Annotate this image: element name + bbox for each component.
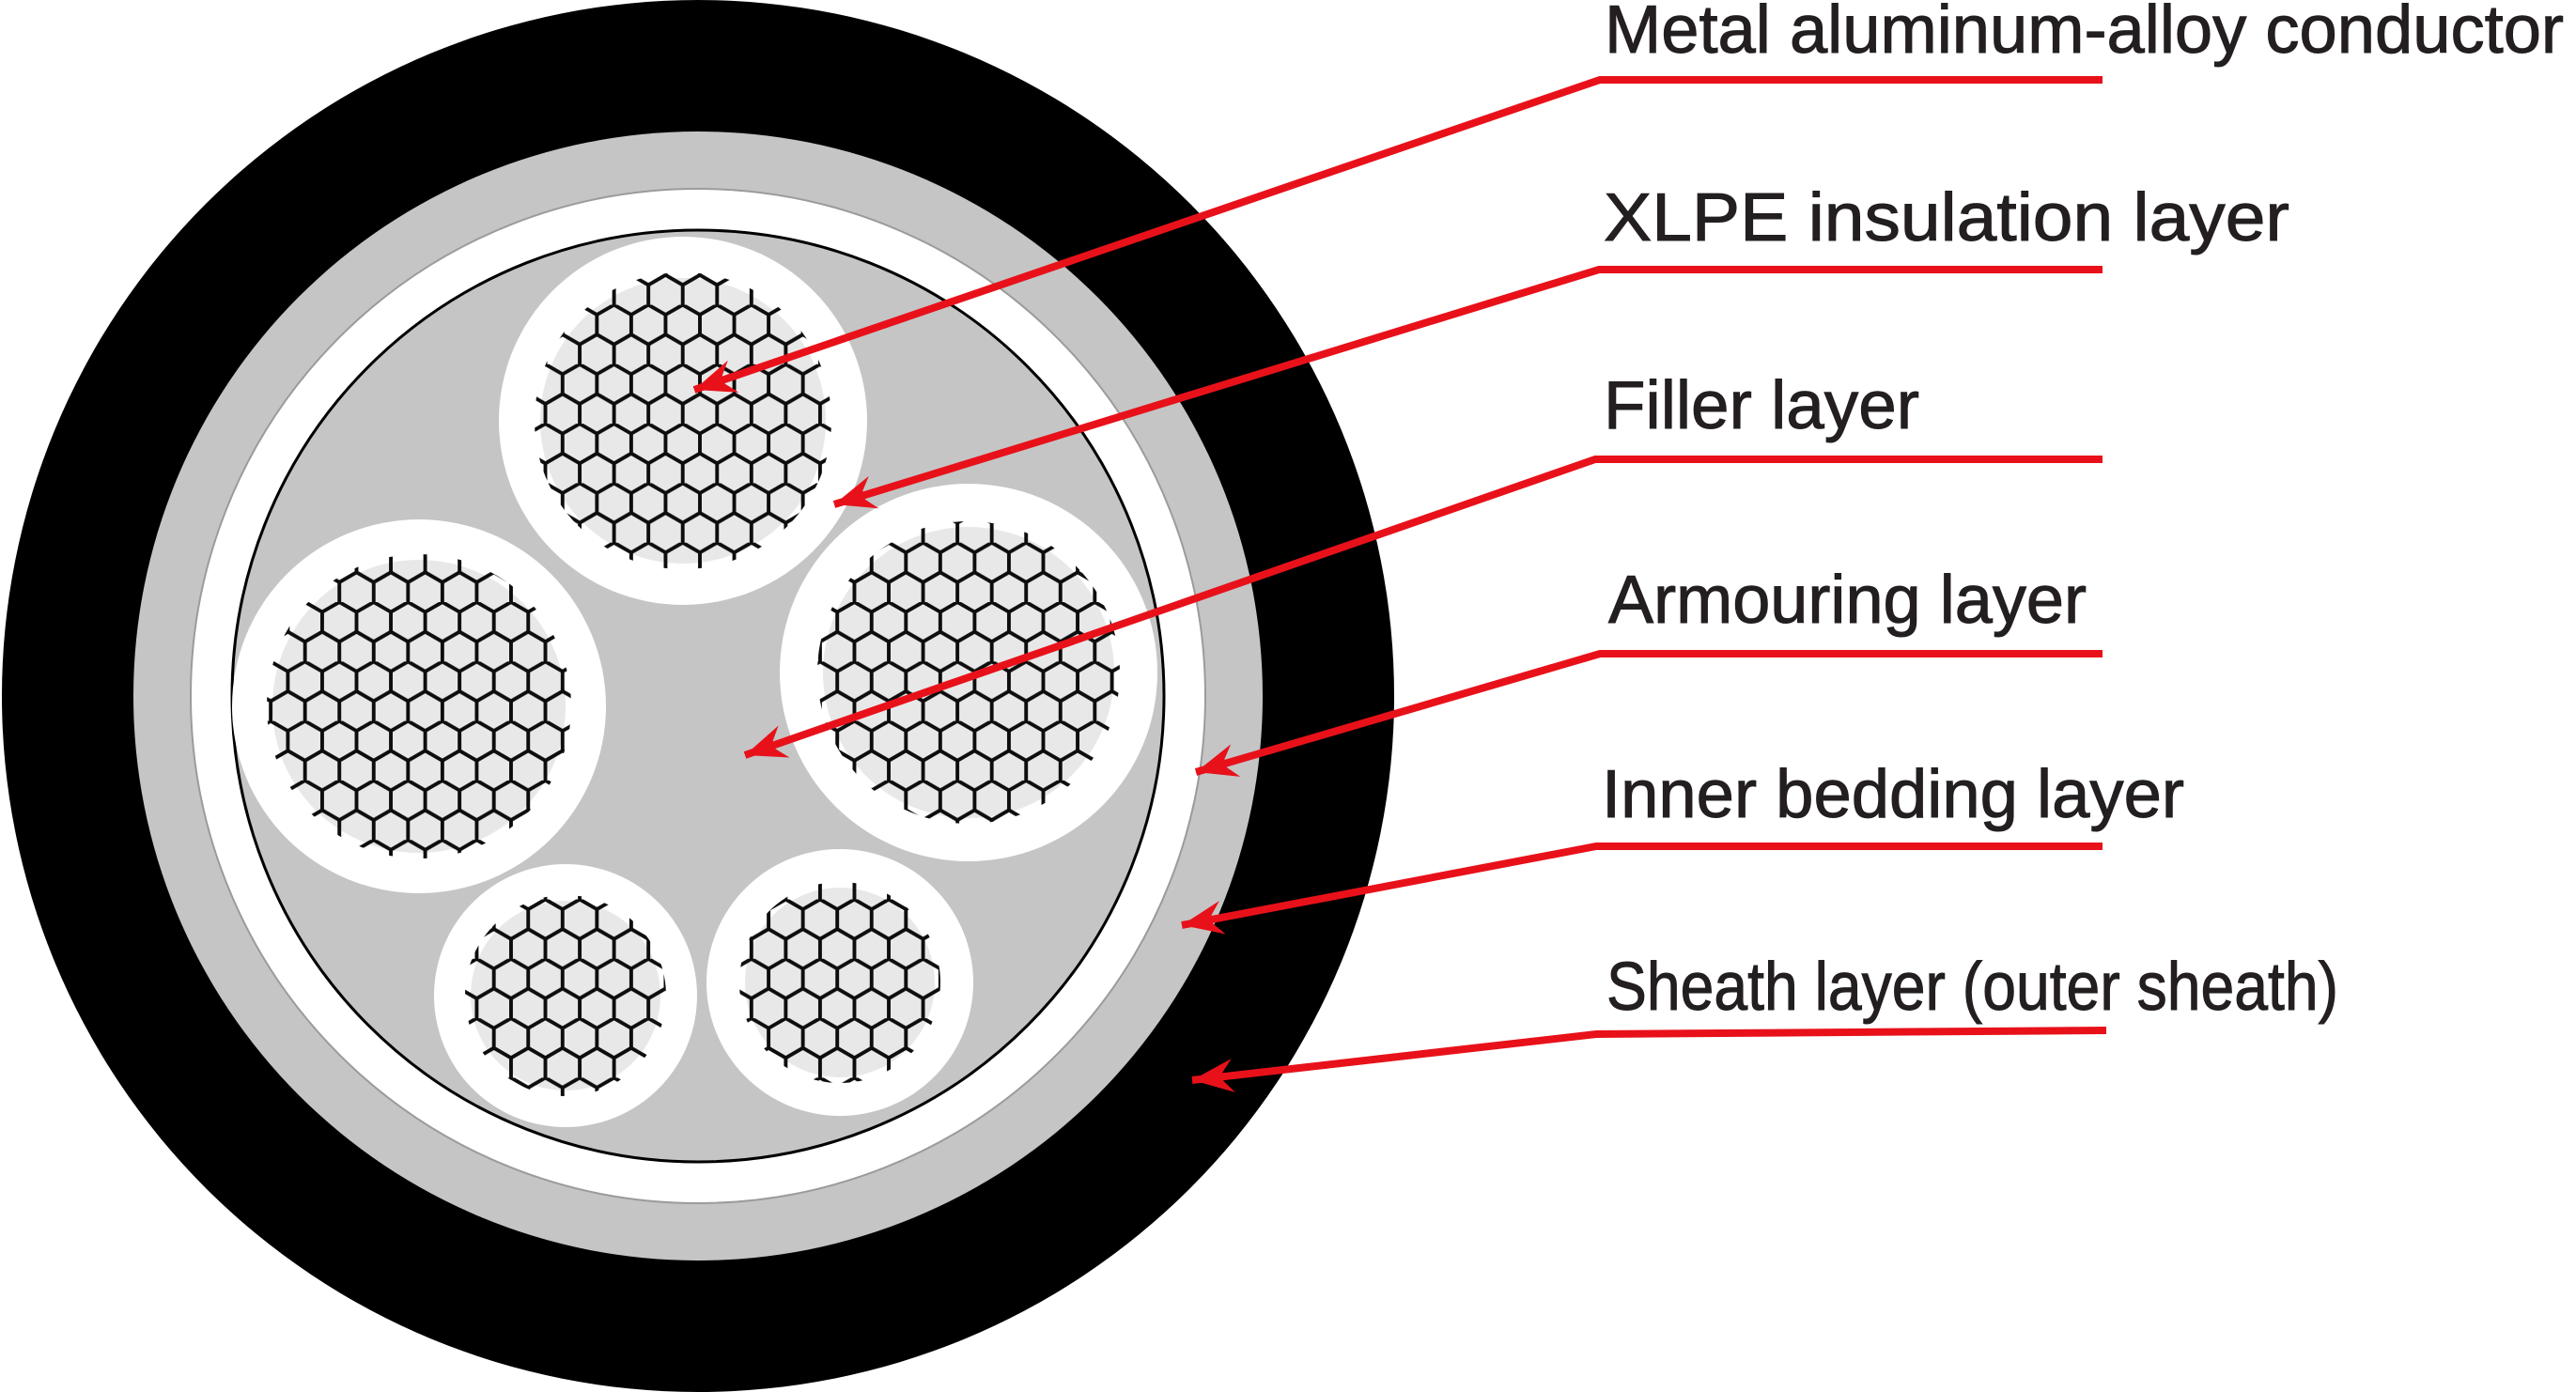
svg-text:Filler layer: Filler layer <box>1604 368 1919 443</box>
svg-text:XLPE insulation layer: XLPE insulation layer <box>1604 180 2289 255</box>
svg-text:Metal aluminum-alloy conductor: Metal aluminum-alloy conductor <box>1605 0 2564 68</box>
svg-text:Armouring layer: Armouring layer <box>1608 563 2087 638</box>
svg-text:Inner bedding layer: Inner bedding layer <box>1602 757 2184 832</box>
svg-text:Sheath layer (outer sheath): Sheath layer (outer sheath) <box>1606 950 2338 1025</box>
